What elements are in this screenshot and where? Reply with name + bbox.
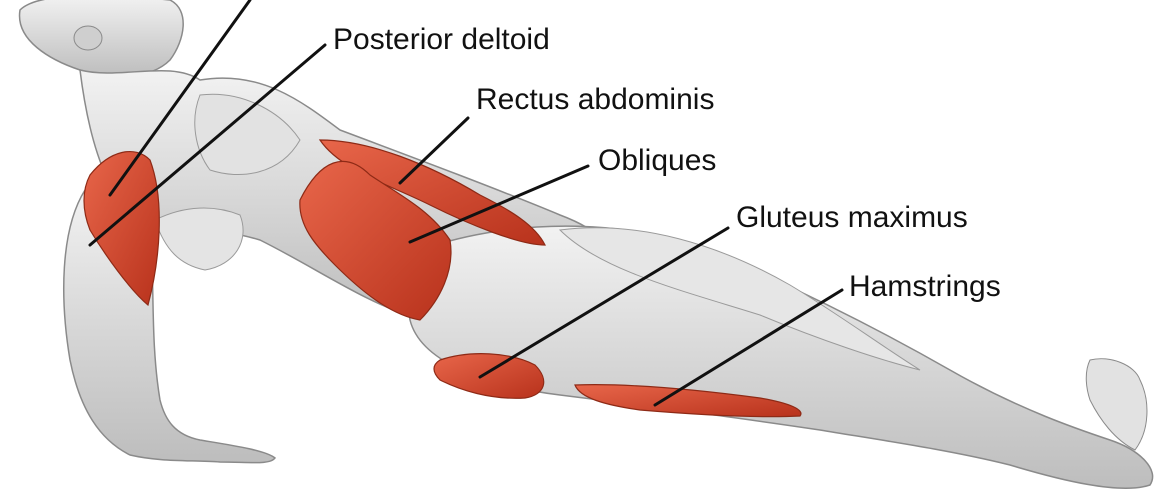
label-posterior-deltoid: Posterior deltoid — [333, 23, 550, 56]
leader-line-posterior-deltoid — [88, 43, 327, 247]
leader-line-hamstrings — [653, 288, 844, 407]
label-hamstrings: Hamstrings — [849, 270, 1001, 303]
leader-line-obliques — [408, 164, 590, 244]
highlighted-muscles — [83, 139, 802, 418]
leader-line-rectus-abdominis — [398, 116, 470, 185]
leader-line-top — [108, 0, 252, 197]
head — [18, 0, 184, 78]
hamstrings-muscle — [574, 384, 802, 418]
gluteus-maximus-muscle — [433, 353, 545, 399]
leader-line-gluteus-maximus — [478, 226, 730, 379]
legs — [407, 225, 1154, 489]
leader-lines — [88, 0, 844, 407]
obliques-muscle — [299, 160, 452, 321]
label-obliques: Obliques — [598, 144, 717, 177]
rectus-abdominis-muscle — [318, 139, 546, 246]
label-gluteus-maximus: Gluteus maximus — [736, 201, 968, 234]
label-rectus-abdominis: Rectus abdominis — [476, 83, 715, 116]
